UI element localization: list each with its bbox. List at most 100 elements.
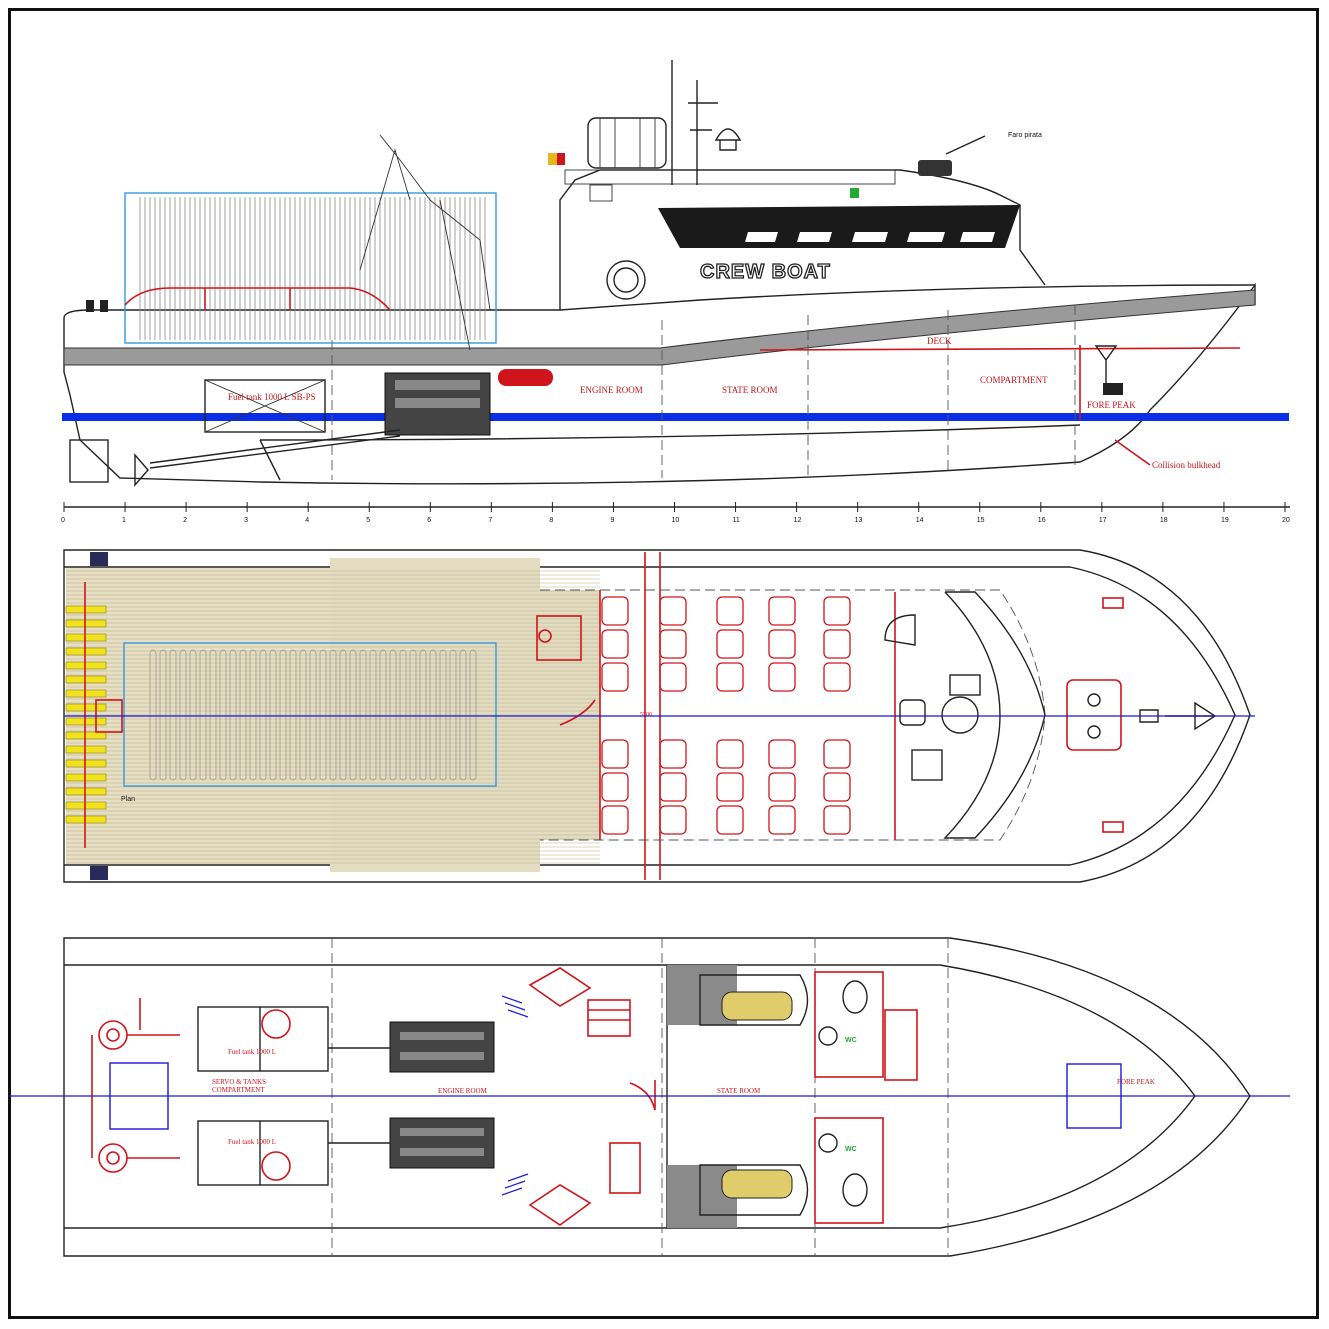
frame-number: 19 xyxy=(1221,517,1229,524)
seat xyxy=(659,739,687,769)
frame-number: 8 xyxy=(549,517,553,524)
toilet-ps-icon xyxy=(842,1173,868,1207)
engine-ps-icon xyxy=(389,1117,495,1169)
seat xyxy=(601,772,629,802)
seat xyxy=(659,662,687,692)
ladder-sb xyxy=(528,967,592,1007)
lower-state-room-label: STATE ROOM xyxy=(717,1087,761,1095)
wc-ps-label: WC xyxy=(845,1146,857,1153)
seat xyxy=(716,662,744,692)
seat xyxy=(768,629,796,659)
frame-number: 12 xyxy=(794,517,802,524)
container-plan xyxy=(123,642,497,787)
seat xyxy=(601,805,629,835)
seat xyxy=(823,596,851,626)
frame-number: 11 xyxy=(733,517,740,524)
frame-number: 16 xyxy=(1038,517,1046,524)
frame-number: 20 xyxy=(1282,517,1290,524)
frame-number: 10 xyxy=(672,517,680,524)
stern-rollers xyxy=(65,605,107,824)
profile-view: CREW BOAT Faro pirata xyxy=(61,60,1290,524)
stair-sb xyxy=(587,999,631,1037)
fuel-tank-label: Fuel tank 1000 L SB-PS xyxy=(228,392,316,402)
seat xyxy=(601,629,629,659)
berth-sb xyxy=(721,991,793,1021)
seat xyxy=(823,662,851,692)
seat xyxy=(823,772,851,802)
frame-number: 6 xyxy=(427,517,431,524)
fuel-tank-sb-label: Fuel tank 1000 L xyxy=(228,1048,276,1056)
frame-number: 7 xyxy=(488,517,492,524)
frame-number: 4 xyxy=(305,517,309,524)
main-deck-plan: Plan 5500 xyxy=(63,549,1255,883)
seat xyxy=(716,629,744,659)
profile-deck: DECK xyxy=(927,336,952,346)
frame-number: 9 xyxy=(610,517,614,524)
searchlight-icon xyxy=(918,160,952,176)
radar-icon xyxy=(714,128,742,151)
frame-number: 0 xyxy=(61,517,65,524)
lifebuoy-icon xyxy=(606,260,646,300)
lower-deck-outline xyxy=(63,937,1251,1257)
seat xyxy=(768,596,796,626)
seat xyxy=(716,772,744,802)
deck-hatch xyxy=(536,615,582,661)
seat xyxy=(601,662,629,692)
deck-crane xyxy=(359,134,491,351)
rudder xyxy=(69,439,109,483)
fuel-tank-ps xyxy=(197,1120,329,1186)
engine-sb-icon xyxy=(389,1021,495,1073)
seat xyxy=(823,739,851,769)
vessel-name: CREW BOAT xyxy=(700,261,831,283)
frame-number: 13 xyxy=(855,517,863,524)
fuel-tank-ps-label: Fuel tank 1000 L xyxy=(228,1138,276,1146)
seat xyxy=(716,739,744,769)
stair-ps xyxy=(609,1142,641,1194)
wc-sb xyxy=(814,971,884,1078)
seat xyxy=(823,805,851,835)
seat xyxy=(659,772,687,802)
waterline xyxy=(62,413,1289,421)
forward-hatch xyxy=(1066,679,1122,751)
helm-seat xyxy=(899,699,926,726)
lower-engine-room-label: ENGINE ROOM xyxy=(438,1087,488,1095)
profile-fore-peak: FORE PEAK xyxy=(1087,400,1136,410)
profile-compartment: COMPARTMENT xyxy=(980,375,1048,385)
frame-number: 18 xyxy=(1160,517,1168,524)
seat xyxy=(768,772,796,802)
fwd-ladder xyxy=(884,1009,918,1081)
seat xyxy=(601,596,629,626)
profile-engine-room: ENGINE ROOM xyxy=(580,385,643,395)
seat xyxy=(601,739,629,769)
status-light xyxy=(850,188,859,198)
main-deck-outline xyxy=(63,549,1251,883)
servo-tanks-label: SERVO & TANKS xyxy=(212,1078,266,1086)
frame-number: 15 xyxy=(977,517,985,524)
dimension-label: 5500 xyxy=(640,712,652,718)
seat xyxy=(768,739,796,769)
wheelhouse-console xyxy=(943,591,1046,839)
plan-label: Plan xyxy=(121,796,135,803)
frame-number: 14 xyxy=(916,517,924,524)
passenger-seats xyxy=(601,596,851,835)
seat xyxy=(659,805,687,835)
seat xyxy=(823,629,851,659)
fuel-tank-sb xyxy=(197,1006,329,1072)
ladder-ps xyxy=(528,1184,592,1226)
wc-ps xyxy=(814,1117,884,1224)
anchor-icon xyxy=(1094,345,1118,388)
searchlight-label: Faro pirata xyxy=(1008,132,1042,139)
profile-state-room: STATE ROOM xyxy=(722,385,778,395)
frame-number: 1 xyxy=(122,517,126,524)
rudder-stock-sb xyxy=(98,1020,128,1050)
servo-compartment-label: COMPARTMENT xyxy=(212,1086,265,1094)
seat xyxy=(659,596,687,626)
propeller-icon xyxy=(134,453,149,487)
cargo-container xyxy=(124,192,497,344)
stairs xyxy=(884,614,916,646)
berth-ps xyxy=(721,1169,793,1199)
seat xyxy=(716,805,744,835)
collision-bulkhead-label: Collision bulkhead xyxy=(1152,460,1221,470)
